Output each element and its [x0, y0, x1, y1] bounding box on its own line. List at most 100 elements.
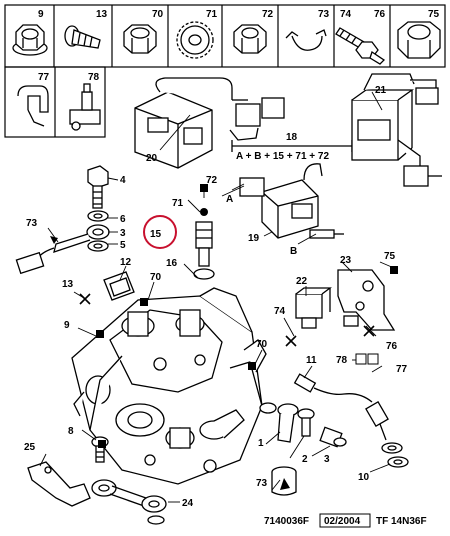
part-3-banjo-fitting — [53, 224, 110, 253]
part-10-seals — [381, 442, 409, 468]
part-1-fitting — [277, 403, 299, 443]
part-12-clamp — [103, 271, 135, 301]
legend-label-13: 13 — [96, 9, 108, 20]
highlight-circle-15 — [143, 215, 177, 249]
stud-bolt-icon — [335, 27, 386, 65]
wiring-harness-assembly — [134, 73, 442, 280]
callout-10: 10 — [358, 472, 370, 483]
legend-label-77: 77 — [38, 72, 50, 83]
cross-markers — [79, 293, 375, 347]
square-marker-70 — [140, 298, 148, 306]
callout-2: 2 — [302, 454, 308, 465]
callout-77: 77 — [396, 364, 408, 375]
boxes-78-77 — [355, 353, 379, 365]
legend-label-9: 9 — [38, 9, 44, 20]
square-marker-72 — [200, 184, 208, 192]
hose-clip-icon — [285, 29, 327, 51]
hex-nut-small-icon — [233, 24, 267, 54]
callout-4: 4 — [120, 175, 126, 186]
legend-labels: 9 13 70 71 72 73 74 76 75 77 78 — [38, 9, 440, 83]
footer: 7140036F 02/2004 TF 14N36F — [264, 513, 427, 528]
legend-label-70: 70 — [152, 9, 164, 20]
callout-18: 18 — [286, 132, 298, 143]
screw-icon — [64, 25, 101, 49]
callout-23: 23 — [340, 255, 352, 266]
part-2-bolt — [297, 408, 315, 437]
footer-date: 02/2004 — [324, 516, 361, 527]
part-6-washer — [87, 210, 109, 222]
callout-72: 72 — [206, 175, 218, 186]
toothed-washer-icon — [176, 21, 214, 59]
callout-16: 16 — [166, 258, 178, 269]
hex-flange-nut-icon — [12, 24, 48, 56]
right-parts — [259, 269, 409, 468]
part-20-connector — [134, 77, 285, 169]
arrow-marker-73b — [280, 478, 290, 490]
callout-73-bottom: 73 — [256, 478, 268, 489]
cable-clip-icon — [17, 85, 49, 127]
callout-70-lower: 70 — [256, 339, 268, 350]
square-markers — [96, 184, 398, 448]
callout-74: 74 — [274, 306, 286, 317]
callout-20: 20 — [146, 153, 158, 164]
square-marker-9 — [96, 330, 104, 338]
callout-73-left: 73 — [26, 218, 38, 229]
callout-1: 1 — [258, 438, 264, 449]
callout-76: 76 — [386, 341, 398, 352]
part-23-bracket — [337, 269, 396, 331]
part-19-speed-sensor — [239, 163, 344, 239]
callout-21: 21 — [375, 85, 387, 96]
bottom-parts — [27, 436, 297, 525]
legend-label-72: 72 — [262, 9, 274, 20]
part-15-stop-solenoid — [193, 221, 215, 280]
hex-nut-icon — [123, 24, 157, 54]
square-marker-8 — [98, 440, 106, 448]
cross-marker-74 — [285, 335, 297, 347]
large-nut-icon — [397, 21, 441, 59]
callout-18-formula: A + B + 15 + 71 + 72 — [236, 151, 329, 162]
callout-8: 8 — [68, 426, 74, 437]
callout-15: 15 — [150, 229, 162, 240]
part-21-assembly — [351, 73, 442, 187]
callout-11: 11 — [306, 355, 317, 366]
callout-5: 5 — [120, 240, 126, 251]
legend-label-78: 78 — [88, 72, 100, 83]
callout-22: 22 — [296, 276, 308, 287]
left-fasteners — [15, 165, 135, 301]
part-73-hose — [15, 247, 55, 275]
callout-13: 13 — [62, 279, 74, 290]
legend-label-74: 74 — [340, 9, 352, 20]
part-22-connector — [295, 287, 332, 329]
arrow-marker-73 — [50, 236, 58, 244]
part-5-washer — [87, 240, 109, 252]
callout-3-left: 3 — [120, 228, 126, 239]
part-4-bolt — [87, 165, 109, 209]
legend-label-73: 73 — [318, 9, 330, 20]
arrow-markers — [50, 236, 290, 490]
part-25-lever — [27, 461, 91, 507]
dot-marker-71 — [200, 208, 208, 216]
part-3-fitting-right — [319, 426, 347, 448]
callout-25: 25 — [24, 442, 36, 453]
legend-parts — [12, 21, 441, 131]
square-marker-75 — [390, 266, 398, 274]
cross-marker-13 — [79, 293, 91, 305]
bracket-sensor-icon — [69, 83, 101, 131]
callout-19: 19 — [248, 233, 260, 244]
callout-70-upper: 70 — [150, 272, 162, 283]
callout-75: 75 — [384, 251, 396, 262]
legend-label-75: 75 — [428, 9, 440, 20]
callout-A: A — [226, 194, 233, 205]
callout-78: 78 — [336, 355, 348, 366]
injection-pump-body — [71, 287, 267, 485]
callout-12: 12 — [120, 257, 132, 268]
footer-ref: 7140036F — [264, 516, 309, 527]
callout-71: 71 — [172, 198, 184, 209]
washer-70-a — [259, 402, 277, 414]
callout-6: 6 — [120, 214, 126, 225]
part-11-sensor-cable — [293, 373, 389, 441]
legend-label-76: 76 — [374, 9, 386, 20]
callout-9: 9 — [64, 320, 70, 331]
